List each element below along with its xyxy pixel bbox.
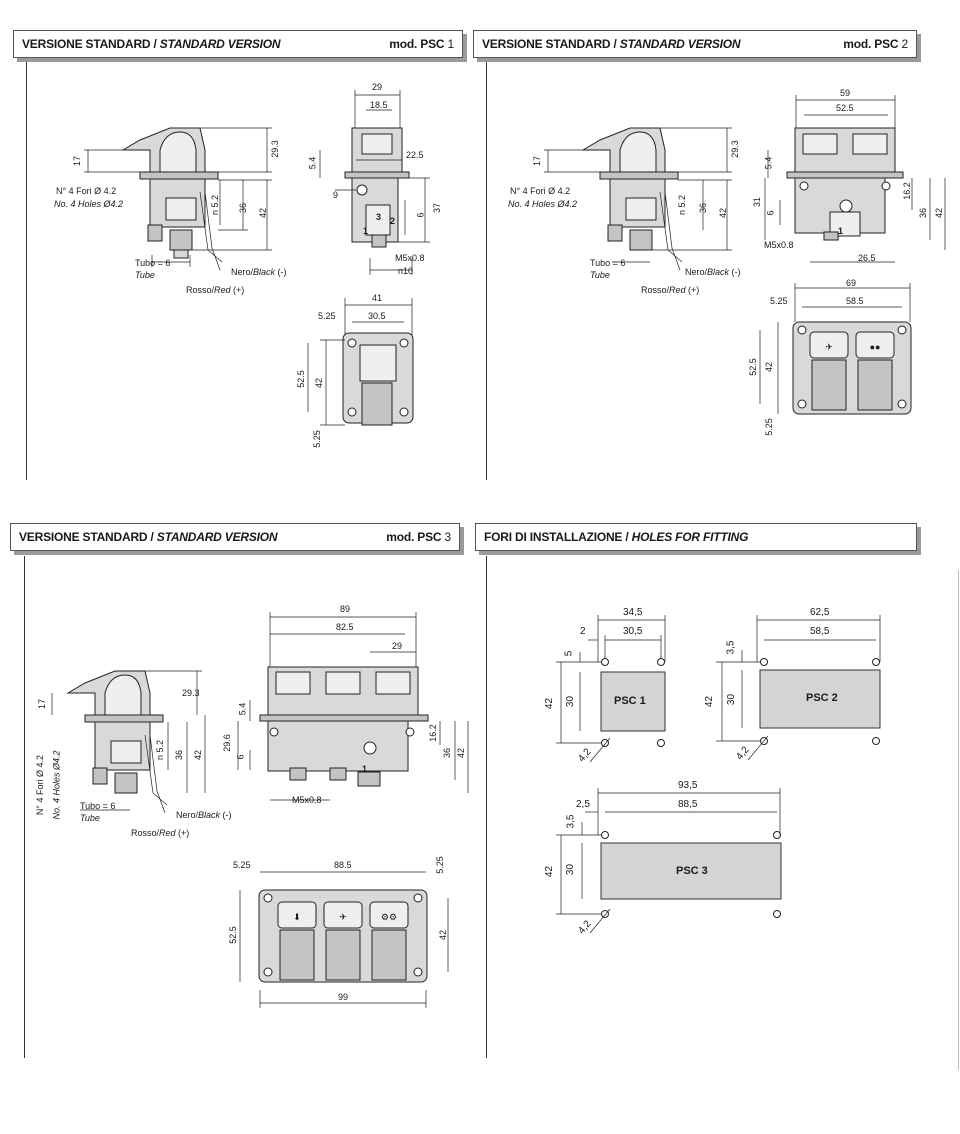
dim-41: 41 <box>372 293 383 303</box>
dim-88-5: 88.5 <box>334 860 352 870</box>
dim-18-5: 18.5 <box>370 100 388 110</box>
dim-29: 29 <box>372 82 383 92</box>
psc3-front-view <box>237 612 469 801</box>
dim-9: 9 <box>333 190 339 200</box>
panel-title: VERSIONE STANDARD / STANDARD VERSION <box>22 37 281 51</box>
fori-label-en: No. 4 Holes Ø4.2 <box>508 199 578 209</box>
key-3: 3 <box>376 212 382 222</box>
psc1-top-view <box>307 298 414 426</box>
dim-22-5: 22.5 <box>406 150 424 160</box>
panel-title: VERSIONE STANDARD / STANDARD VERSION <box>482 37 741 51</box>
rosso-label: Rosso/Red (+) <box>186 285 245 295</box>
tube-label-en: Tube <box>590 270 610 280</box>
hole-dim-58-5: 58,5 <box>810 626 830 637</box>
psc3-cutout-label: PSC 3 <box>676 865 708 877</box>
dim-30-5: 30.5 <box>368 311 386 321</box>
dim-26-5: 26.5 <box>858 253 876 263</box>
rosso-label: Rosso/Red (+) <box>641 285 700 295</box>
key-1: 1 <box>838 226 844 236</box>
psc2-front-view <box>764 95 946 263</box>
fori-label: N° 4 Fori Ø 4.2 <box>510 186 571 196</box>
hole-dim-2-5: 2,5 <box>576 799 590 810</box>
n10-label: n10 <box>398 266 414 276</box>
model-label: mod. PSC 3 <box>386 530 451 544</box>
nero-label: Nero/Black (-) <box>231 267 287 277</box>
nero-label: Nero/Black (-) <box>176 810 232 820</box>
panel-header-psc2: VERSIONE STANDARD / STANDARD VERSION mod… <box>473 30 917 58</box>
panel-divider <box>486 556 487 1058</box>
m5-label: M5x0.8 <box>395 253 425 263</box>
hole-dim-2: 2 <box>580 626 586 637</box>
dim-89: 89 <box>340 604 351 614</box>
dim-82-5: 82.5 <box>336 622 354 632</box>
psc1-front-view <box>319 90 430 275</box>
svg-text:⚙⚙: ⚙⚙ <box>381 912 397 922</box>
rosso-label: Rosso/Red (+) <box>131 828 190 838</box>
fori-label: N° 4 Fori Ø 4.2 <box>56 186 117 196</box>
hole-dim-42: 42 <box>544 865 556 878</box>
psc3-side-view <box>51 670 206 814</box>
psc3-top-view: ⬇ ✈ ⚙⚙ <box>239 871 449 1008</box>
model-label: mod. PSC 1 <box>389 37 454 51</box>
fori-label-en: No. 4 Holes Ø4.2 <box>54 199 124 209</box>
psc1-side-view <box>84 127 272 271</box>
svg-text:✈: ✈ <box>825 342 833 352</box>
hole-dim-3-5: 3,5 <box>565 814 577 829</box>
svg-text:✈: ✈ <box>339 912 347 922</box>
panel-title: VERSIONE STANDARD / STANDARD VERSION <box>19 530 278 544</box>
dim-29-3: 29.3 <box>182 688 200 698</box>
panel-divider <box>24 556 25 1058</box>
hole-dim-30: 30 <box>565 863 577 876</box>
dim-29: 29 <box>392 641 403 651</box>
dim-52-5: 52.5 <box>836 103 854 113</box>
hole-dim-93-5: 93,5 <box>678 780 698 791</box>
dim-5-25: 5.25 <box>318 311 336 321</box>
psc2-top-view: ✈ ●● <box>759 283 912 415</box>
page-edge-line <box>958 570 959 1070</box>
hole-dim-30-5: 30,5 <box>623 626 643 637</box>
nero-label: Nero/Black (-) <box>685 267 741 277</box>
tubo-label: Tubo = 6 <box>80 801 116 811</box>
psc1-cutout-label: PSC 1 <box>614 695 646 707</box>
model-label: mod. PSC 2 <box>843 37 908 51</box>
key-1: 1 <box>362 764 368 774</box>
svg-text:⬇: ⬇ <box>293 912 301 922</box>
hole-dim-62-5: 62,5 <box>810 607 830 618</box>
panel-title: FORI DI INSTALLAZIONE / HOLES FOR FITTIN… <box>484 530 749 544</box>
dim-69: 69 <box>846 278 857 288</box>
svg-text:●●: ●● <box>870 342 881 352</box>
dim-5-25: 5.25 <box>770 296 788 306</box>
tube-label-en: Tube <box>135 270 155 280</box>
panel-header-psc1: VERSIONE STANDARD / STANDARD VERSION mod… <box>13 30 463 58</box>
tubo-label: Tubo = 6 <box>590 258 626 268</box>
tubo-label: Tubo = 6 <box>135 258 171 268</box>
dim-5-25: 5.25 <box>233 860 251 870</box>
panel-divider <box>26 62 27 480</box>
dim-99: 99 <box>338 992 349 1002</box>
dim-58-5: 58.5 <box>846 296 864 306</box>
key-1: 1 <box>363 226 369 236</box>
hole-dim-88-5: 88,5 <box>678 799 698 810</box>
m5-label: M5x0.8 <box>764 240 794 250</box>
tube-label-en: Tube <box>80 813 100 823</box>
key-2: 2 <box>390 216 396 226</box>
m5-label: M5x0.8 <box>292 795 322 805</box>
psc2-side-view <box>544 127 732 271</box>
panel-header-psc3: VERSIONE STANDARD / STANDARD VERSION mod… <box>10 523 460 551</box>
dim-59: 59 <box>840 88 851 98</box>
hole-dim-34-5: 34,5 <box>623 607 643 618</box>
panel-divider <box>486 62 487 480</box>
panel-header-holes: FORI DI INSTALLAZIONE / HOLES FOR FITTIN… <box>475 523 917 551</box>
psc2-cutout-label: PSC 2 <box>806 692 838 704</box>
